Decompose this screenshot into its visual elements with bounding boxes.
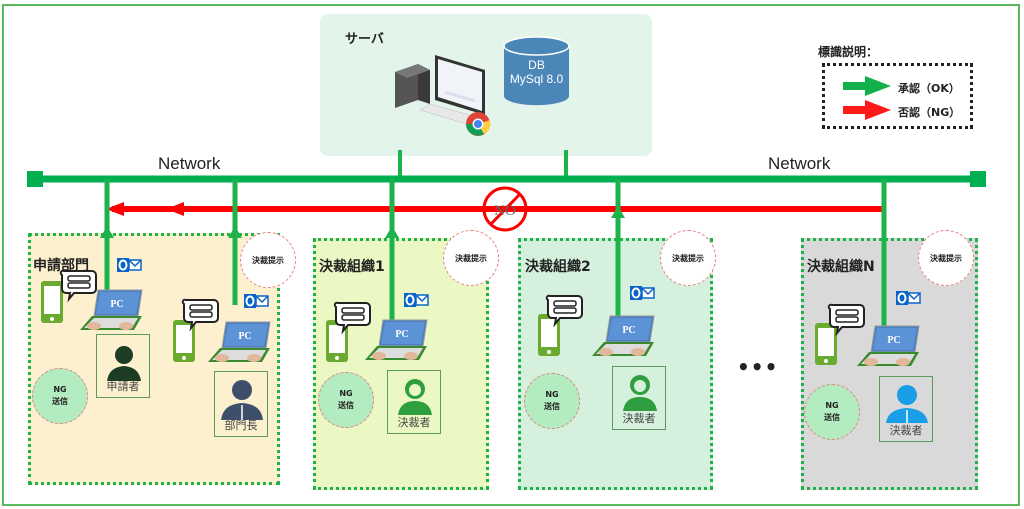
approver-person-card: 決裁者 <box>879 376 933 442</box>
ng-send-cloud: NG 送信 <box>804 384 860 440</box>
legend-approve-label: 承認（OK） <box>898 82 960 95</box>
person-female-icon <box>623 375 657 411</box>
person-label: 申請者 <box>106 380 140 393</box>
person-label: 部門長 <box>224 419 258 432</box>
ng-text: NG <box>53 385 67 394</box>
outlook-mail-icon <box>629 285 655 301</box>
network-label-left: Network <box>158 154 221 173</box>
db-label-line2: MySql 8.0 <box>509 72 564 86</box>
person-male-icon <box>107 346 141 381</box>
person-label: 決裁者 <box>889 424 923 437</box>
outlook-mail-icon <box>116 257 142 273</box>
ng-send-text: 送信 <box>544 402 560 411</box>
approval-request-cloud: 決裁提示 <box>240 232 296 288</box>
ng-send-text: 送信 <box>824 413 840 422</box>
person-businessman-icon <box>221 380 263 420</box>
ng-send-cloud: NG 送信 <box>32 368 88 424</box>
ng-text: NG <box>545 390 559 399</box>
ng-text: NG <box>339 389 353 398</box>
ng-send-text: 送信 <box>338 401 354 410</box>
diagram-frame <box>2 4 1020 506</box>
ng-send-cloud: NG 送信 <box>524 373 580 429</box>
server-computer-icon <box>395 55 491 136</box>
reject-arrowhead <box>166 202 184 216</box>
no-sign-icon: NO <box>482 186 528 232</box>
network-endpoint-right <box>970 171 986 187</box>
laptop-pc-icon <box>79 289 143 331</box>
person-label: 決裁者 <box>622 412 656 425</box>
laptop-pc-icon <box>591 315 655 357</box>
ng-send-text: 送信 <box>52 397 68 406</box>
laptop-pc-icon <box>364 319 428 361</box>
zone-title: 決裁組織N <box>807 259 875 275</box>
reject-arrow-icon <box>843 100 891 120</box>
network-label-right: Network <box>768 154 831 173</box>
ellipsis-more-orgs: ••• <box>737 355 779 379</box>
legend-reject-label: 否認（NG） <box>898 106 961 119</box>
outlook-mail-icon <box>243 293 269 309</box>
approver-person-card: 決裁者 <box>387 370 441 434</box>
outlook-mail-icon <box>403 292 429 308</box>
ng-text: NG <box>825 401 839 410</box>
legend-box <box>822 63 973 129</box>
approval-request-cloud: 決裁提示 <box>443 230 499 286</box>
legend-title: 標識説明： <box>818 45 879 59</box>
approve-arrow-icon <box>843 76 891 96</box>
approval-request-cloud: 決裁提示 <box>660 230 716 286</box>
laptop-pc-icon <box>856 325 920 367</box>
zone-title: 決裁組織2 <box>525 259 591 275</box>
person-female-icon <box>398 379 432 415</box>
outlook-mail-icon <box>895 290 921 306</box>
zone-title: 決裁組織1 <box>319 259 385 275</box>
reject-arrowhead <box>106 202 124 216</box>
network-endpoint-left <box>27 171 43 187</box>
person-label: 決裁者 <box>397 416 431 429</box>
no-sign-text: NO <box>494 203 516 219</box>
ng-send-cloud: NG 送信 <box>318 372 374 428</box>
db-label-line1: DB <box>528 58 545 72</box>
message-bubble-icon <box>59 269 97 300</box>
db-label: DB MySql 8.0 <box>503 58 570 86</box>
server-label: サーバ <box>345 32 384 47</box>
smartphone-icon <box>41 281 63 323</box>
laptop-pc-icon <box>207 321 271 363</box>
approver-person-card: 決裁者 <box>612 366 666 430</box>
dept-manager-person-card: 部門長 <box>214 371 268 437</box>
applicant-person-card: 申請者 <box>96 334 150 398</box>
database-icon <box>503 36 570 106</box>
smartphone-icon <box>815 323 837 365</box>
approval-request-cloud: 決裁提示 <box>918 230 974 286</box>
person-businessman-icon <box>886 385 928 423</box>
